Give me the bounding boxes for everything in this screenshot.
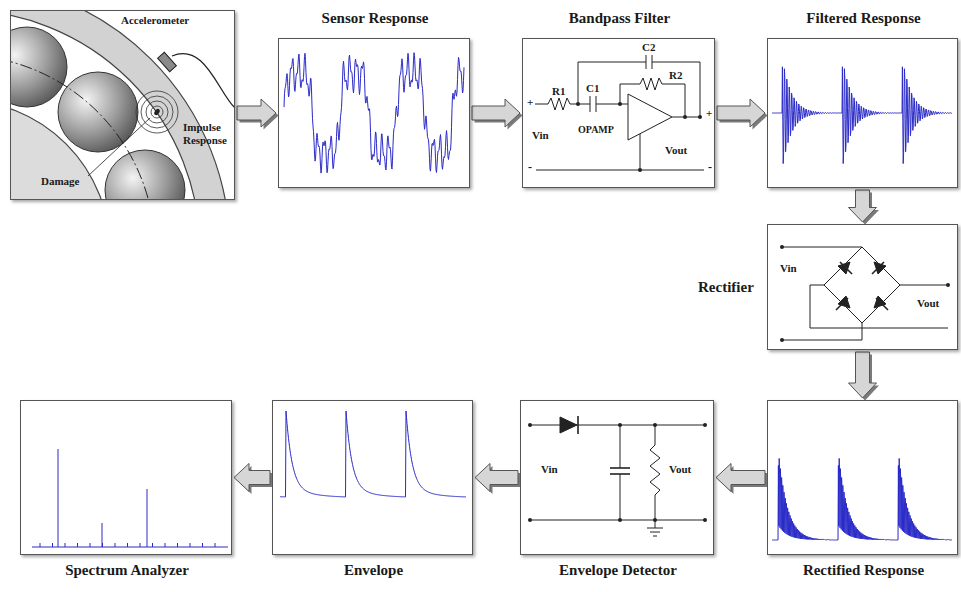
bandpass-circuit	[535, 55, 704, 172]
component-label: R1	[552, 85, 565, 98]
arrow-body	[717, 99, 765, 127]
arrow-body	[849, 190, 877, 222]
arrow-body	[234, 464, 270, 492]
waveform-trace	[284, 53, 464, 173]
panel-box: Envelope	[272, 400, 473, 555]
waveform-trace	[772, 458, 952, 540]
waveform-trace	[152, 543, 153, 547]
panel-title: Filtered Response	[768, 10, 959, 27]
panel-box: Rectified Response	[767, 400, 958, 555]
component-label: Vout	[917, 297, 939, 310]
waveform-trace	[40, 543, 41, 547]
panel-box: Spectrum Analyzer	[20, 400, 232, 555]
waveforms	[32, 53, 952, 547]
panel-title: Spectrum Analyzer	[21, 562, 233, 579]
waveform-trace	[177, 543, 178, 547]
waveform-trace	[127, 543, 128, 547]
waveform-trace	[202, 543, 203, 547]
component-label: Vin	[532, 129, 549, 142]
arrow-body	[716, 464, 765, 492]
bearing-illustration	[10, 10, 235, 200]
component-label: -	[708, 161, 712, 175]
component-label: +	[527, 96, 533, 109]
arrow-body	[472, 99, 520, 127]
component-label: Impulse Response	[183, 121, 239, 146]
arrow-body	[475, 464, 518, 492]
waveform-trace	[140, 543, 141, 547]
waveform-trace	[102, 523, 103, 547]
component-label: Vin	[780, 262, 797, 275]
panel-title: Envelope Detector	[521, 562, 715, 579]
component-label: Accelerometer	[121, 14, 189, 27]
waveform-trace	[65, 543, 66, 547]
panel-title: Rectified Response	[768, 562, 959, 579]
component-label: +	[706, 107, 712, 120]
panel-title: Rectifier	[698, 279, 754, 296]
bridge-rectifier	[780, 245, 950, 342]
waveform-trace	[165, 543, 166, 547]
waveform-trace	[58, 449, 59, 547]
block-arrow	[716, 464, 768, 495]
component-label: -	[528, 161, 532, 175]
component-label: Vout	[665, 144, 687, 157]
panel-title: Bandpass Filter	[523, 10, 716, 27]
panel-title: Envelope	[273, 562, 474, 579]
waveform-trace	[190, 543, 191, 547]
waveform-trace	[77, 543, 78, 547]
panel-box: RectifierVinVout	[767, 224, 958, 350]
block-arrow	[234, 464, 273, 495]
component-label: Vout	[669, 463, 691, 476]
panel-box: Sensor Response	[278, 38, 470, 188]
waveform-trace	[52, 543, 53, 547]
panel-box: Envelope DetectorVinVout	[520, 400, 714, 555]
block-arrow	[475, 464, 521, 495]
waveform-trace	[280, 411, 466, 497]
component-label: R2	[669, 69, 682, 82]
block-arrow	[849, 190, 880, 225]
block-arrow	[237, 99, 279, 130]
envelope-detector-circuit	[528, 416, 707, 536]
component-label: C2	[642, 41, 655, 54]
panel-box: Bandpass FilterR1C1C2R2OPAMPVinVout++--	[522, 38, 715, 188]
component-label: Damage	[41, 175, 80, 188]
component-label: C1	[586, 82, 599, 95]
block-arrow	[717, 99, 768, 130]
waveform-trace	[32, 547, 228, 548]
block-arrow	[849, 352, 880, 401]
panel-box: Filtered Response	[767, 38, 958, 188]
waveform-trace	[147, 489, 148, 547]
arrow-body	[849, 352, 877, 398]
arrow-body	[237, 99, 276, 127]
block-arrow	[472, 99, 523, 130]
component-label: OPAMP	[578, 124, 614, 136]
waveform-trace	[772, 67, 952, 164]
waveform-trace	[90, 543, 91, 547]
waveform-trace	[215, 543, 216, 547]
waveform-trace	[115, 543, 116, 547]
panel-title: Sensor Response	[279, 10, 471, 27]
panel-box: AccelerometerImpulse ResponseDamage	[10, 10, 235, 200]
component-label: Vin	[541, 463, 558, 476]
